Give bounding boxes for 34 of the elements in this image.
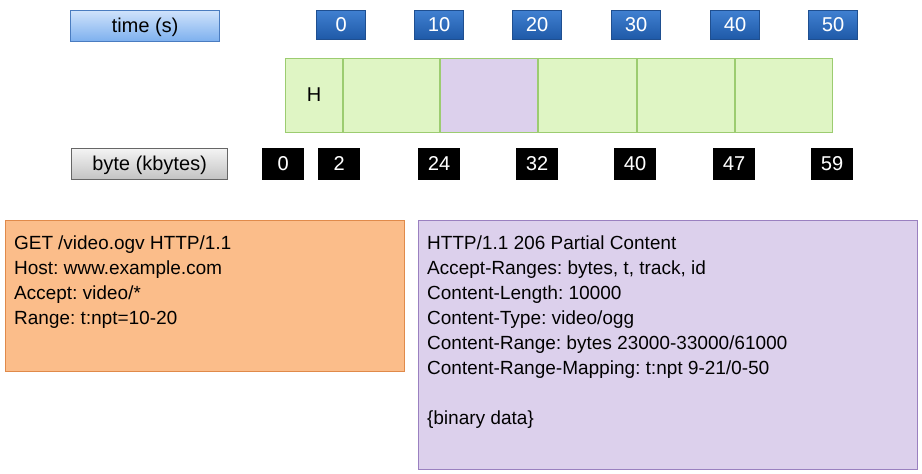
byte-tick: 0: [262, 148, 304, 180]
segment: [538, 58, 637, 133]
header-line: GET /video.ogv HTTP/1.1: [14, 232, 232, 256]
header-line: Range: t:npt=10-20: [14, 307, 178, 331]
time-tick: 20: [512, 10, 562, 40]
header-line: Accept-Ranges: bytes, t, track, id: [427, 257, 707, 281]
segment: [735, 58, 833, 133]
segment: H: [285, 58, 343, 133]
byte-label: byte (kbytes): [71, 148, 228, 180]
byte-tick: 2: [318, 148, 360, 180]
header-line: Host: www.example.com: [14, 257, 224, 281]
header-line: Content-Range-Mapping: t:npt 9-21/0-50: [427, 357, 770, 381]
time-tick: 0: [316, 10, 366, 40]
header-line: {binary data}: [427, 407, 535, 431]
byte-tick: 40: [614, 148, 656, 180]
header-line: HTTP/1.1 206 Partial Content: [427, 232, 678, 256]
byte-tick: 32: [516, 148, 558, 180]
byte-tick: 59: [811, 148, 853, 180]
header-line: Content-Range: bytes 23000-33000/61000: [427, 332, 788, 356]
time-tick: 30: [611, 10, 661, 40]
header-line: Accept: video/*: [14, 282, 142, 306]
header-line: Content-Length: 10000: [427, 282, 622, 306]
time-tick: 40: [710, 10, 760, 40]
segment: [637, 58, 735, 133]
byte-tick: 47: [713, 148, 755, 180]
byte-tick: 24: [418, 148, 460, 180]
time-tick: 50: [808, 10, 858, 40]
response-panel: [418, 220, 918, 470]
segment: [343, 58, 440, 133]
header-line: Content-Type: video/ogg: [427, 307, 636, 331]
time-tick: 10: [414, 10, 464, 40]
request-panel: [5, 220, 405, 372]
time-label: time (s): [70, 10, 220, 42]
selected-segment: [440, 58, 538, 133]
